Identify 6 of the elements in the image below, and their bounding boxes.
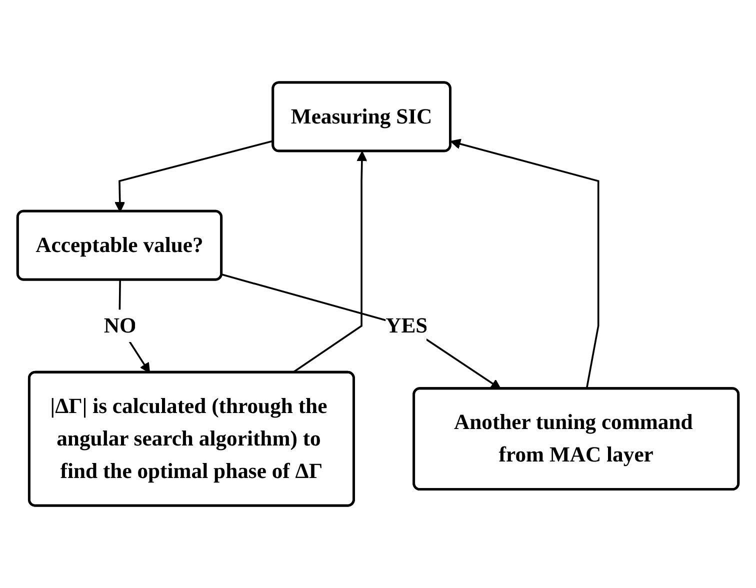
arrow xyxy=(114,140,274,212)
arrow xyxy=(222,274,502,390)
edge-label: NO xyxy=(104,313,136,338)
arrow xyxy=(292,151,368,374)
edge-label: YES xyxy=(386,313,428,338)
arrow xyxy=(450,138,600,390)
